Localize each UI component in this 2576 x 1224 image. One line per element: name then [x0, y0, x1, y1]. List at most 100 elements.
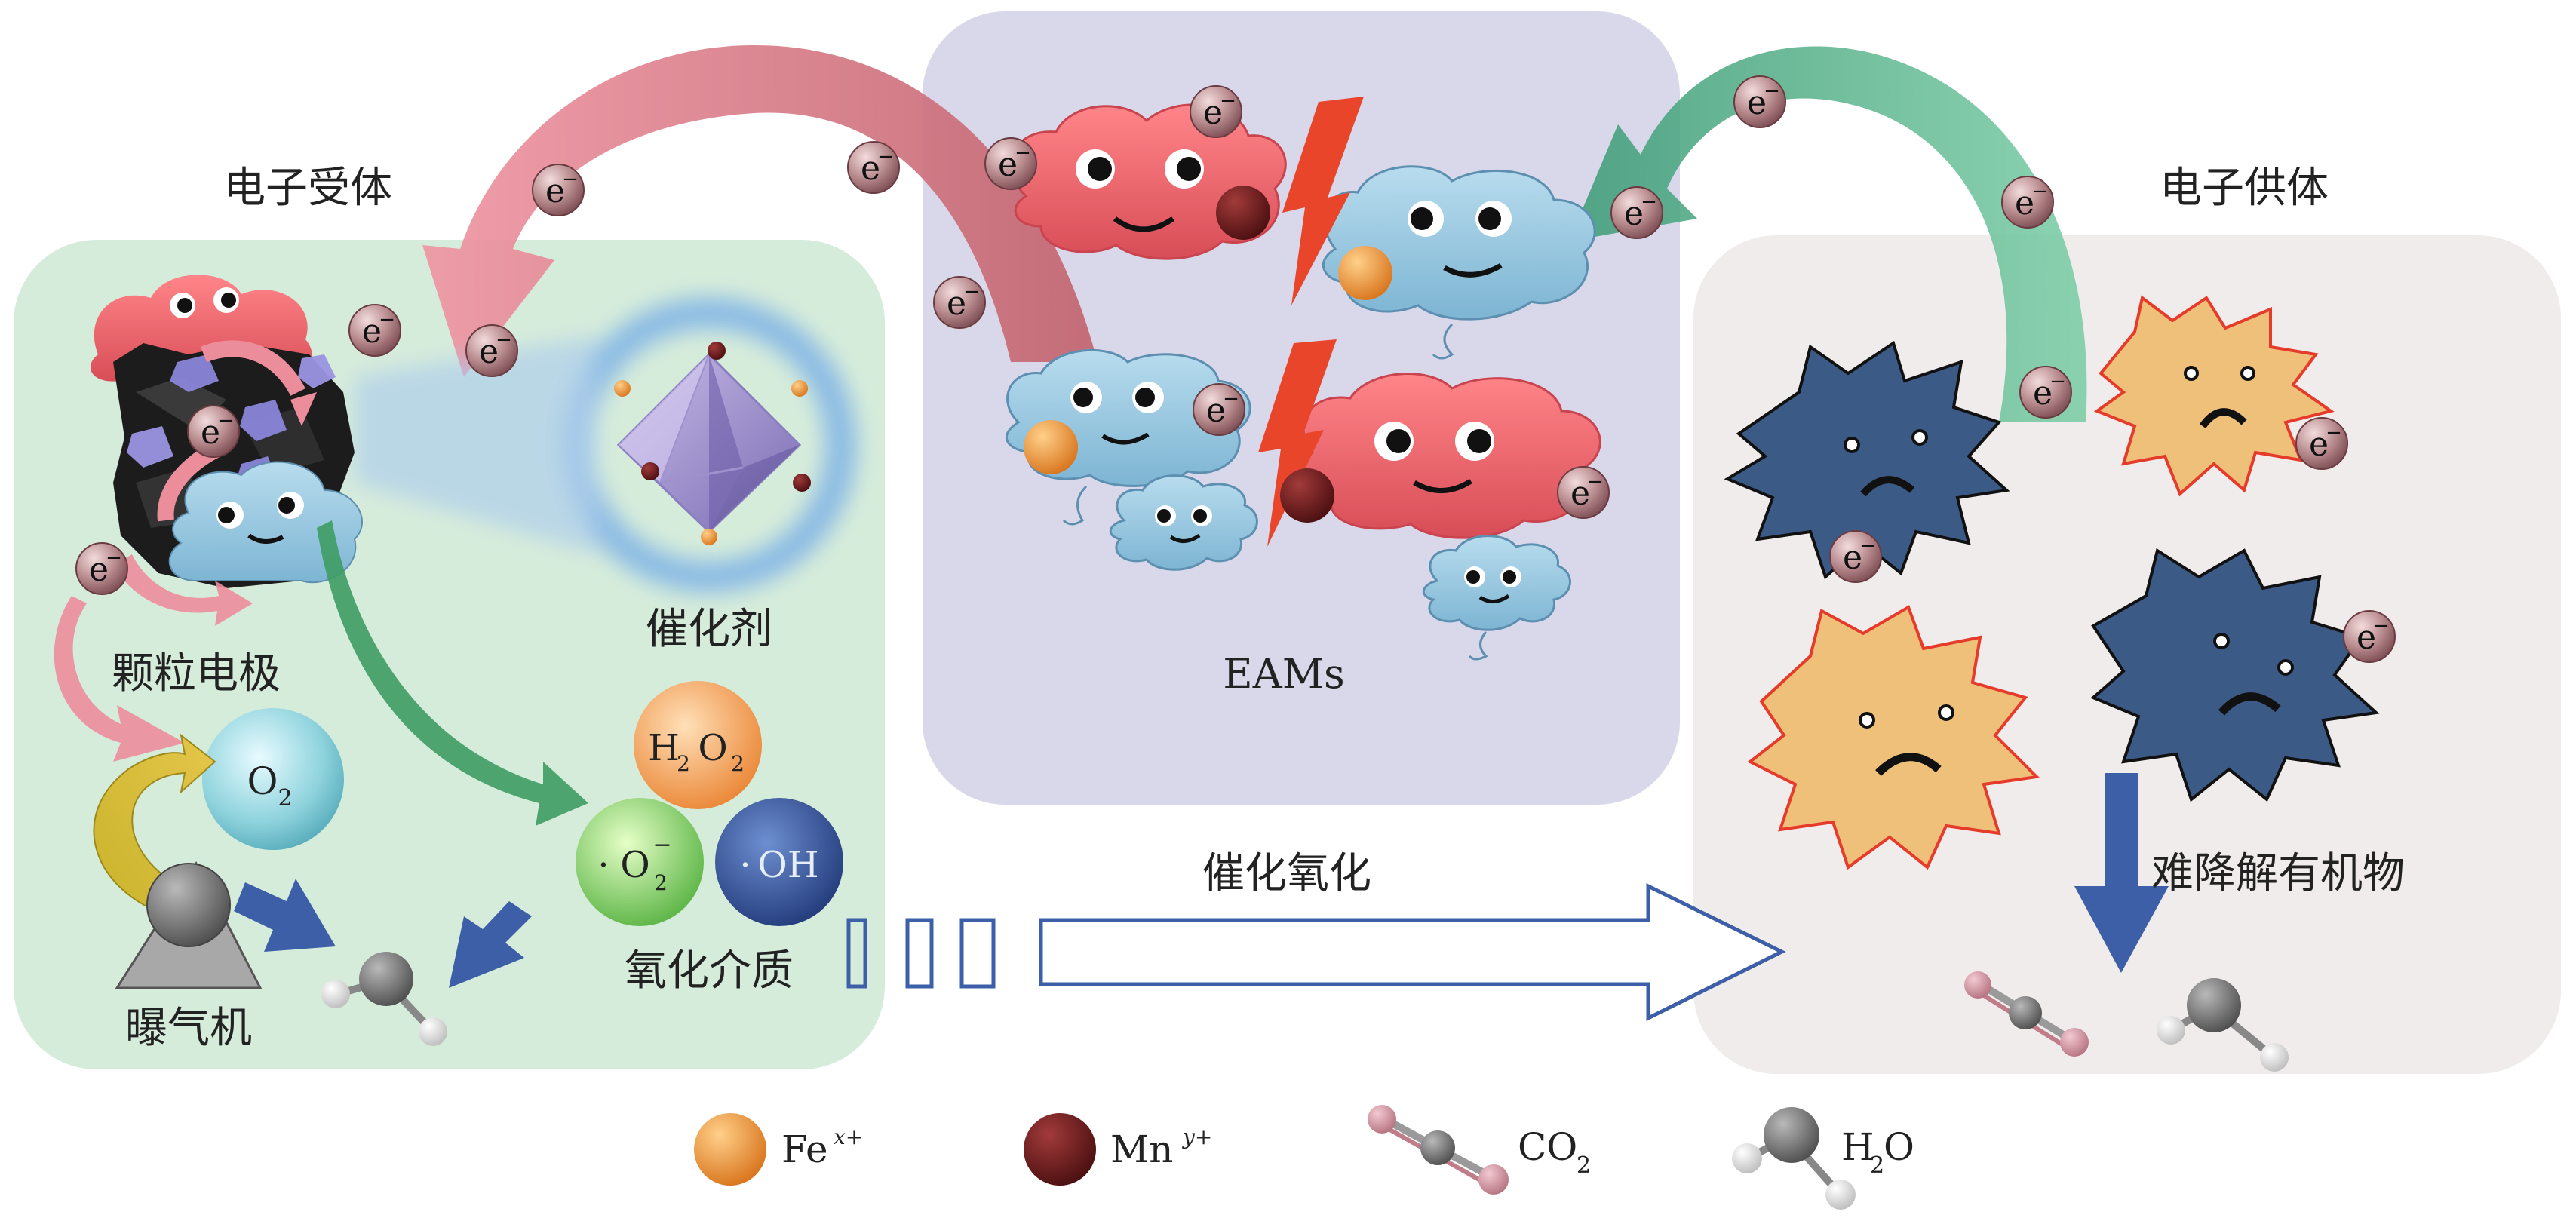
- water-molecule-product: [2157, 978, 2289, 1072]
- eam-red-cloud-2: [1300, 373, 1601, 539]
- electron-symbol: e: [2309, 425, 2329, 464]
- o2-symbol: O: [247, 759, 278, 803]
- particle-electrode-label: 颗粒电极: [112, 649, 281, 698]
- catalyst-octahedron: [614, 342, 811, 545]
- electrode-to-o2-arrow: [54, 596, 185, 762]
- electron-sphere: e−: [2001, 176, 2054, 229]
- electron-sphere: e−: [75, 542, 128, 595]
- o2-subscript: 2: [278, 785, 292, 811]
- electron-symbol: e: [201, 413, 220, 452]
- electron-symbol: e: [2033, 374, 2053, 413]
- pollutant-yellow-2: [1747, 605, 2040, 870]
- electron-symbol: e: [362, 312, 382, 351]
- pink-electron-arrow: [422, 45, 1098, 377]
- donor-label: 电子供体: [2160, 164, 2329, 213]
- water-molecule-left: [321, 952, 447, 1046]
- electron-sphere: e−: [984, 137, 1037, 190]
- electron-charge: −: [496, 329, 512, 351]
- catalytic-oxidation-label: 催化氧化: [1202, 849, 1371, 898]
- oxidant-label: 氧化介质: [625, 946, 794, 995]
- electron-charge: −: [217, 410, 234, 432]
- legend-mn-sup: y+: [1181, 1124, 1212, 1149]
- electron-symbol: e: [861, 149, 880, 188]
- electron-symbol: e: [947, 284, 966, 323]
- superoxide-sup: −: [652, 832, 671, 858]
- electron-charge: −: [562, 168, 579, 191]
- refractory-organics-label: 难降解有机物: [2151, 849, 2405, 898]
- legend-fe-label: Fe: [781, 1127, 828, 1171]
- electron-sphere: e−: [187, 405, 240, 458]
- electron-sphere: e−: [1193, 383, 1245, 436]
- eam-blue-cloud-3: [1110, 474, 1258, 571]
- electron-charge: −: [106, 547, 122, 569]
- aerator-to-o2-arrow: [93, 733, 216, 918]
- eam-blue-cloud-4: [1423, 535, 1571, 661]
- electron-sphere: e−: [2343, 610, 2396, 663]
- electrode-to-oxidant-arrow: [317, 520, 588, 826]
- green-electron-arrow: [1569, 46, 2087, 422]
- hydroxyl-oh: OH: [757, 844, 818, 886]
- electron-symbol: e: [1843, 538, 1862, 577]
- legend-h2o-molecule: [1732, 1107, 1856, 1210]
- co2-molecule-product: [1964, 971, 2089, 1057]
- eams-label: EAMs: [1223, 650, 1344, 698]
- mn-ion-eam-1: [1216, 186, 1270, 240]
- catalyst-label: 催化剂: [646, 605, 772, 654]
- h2o2-o: O: [698, 727, 727, 769]
- fe-ion-eam-2: [1024, 420, 1078, 474]
- legend-mn-label: Mn: [1110, 1127, 1173, 1171]
- electron-charge: −: [1015, 142, 1031, 164]
- electron-charge: −: [2049, 370, 2066, 393]
- fe-ion-eam-1: [1338, 246, 1392, 300]
- electron-sphere: e−: [1610, 186, 1663, 239]
- lightning-bolt-1: [1282, 97, 1364, 305]
- electron-charge: −: [1223, 388, 1239, 410]
- electron-charge: −: [2326, 422, 2342, 444]
- catalytic-oxidation-arrow: [846, 882, 1786, 1022]
- electron-sphere: e−: [933, 276, 986, 329]
- legend-h2o-sub: 2: [1870, 1152, 1884, 1179]
- pollutant-blue-1: [1724, 340, 2010, 580]
- electron-charge: −: [1764, 80, 1780, 103]
- electron-sphere: e−: [2295, 417, 2348, 470]
- electron-symbol: e: [2015, 184, 2034, 222]
- hydroxyl-dot: ·: [739, 844, 751, 886]
- electron-charge: −: [1859, 535, 1876, 557]
- electron-sphere: e−: [1829, 530, 1882, 583]
- electron-sphere: e−: [1190, 85, 1242, 138]
- aerator-label: 曝气机: [125, 1004, 252, 1053]
- pollutant-yellow-1: [2093, 295, 2335, 497]
- legend-fe-sup: x+: [834, 1124, 863, 1149]
- electron-charge: −: [379, 308, 395, 331]
- electron-symbol: e: [545, 172, 565, 210]
- legend: Fe x+ Mn y+ CO 2 H 2 O: [694, 1105, 1914, 1210]
- electron-sphere: e−: [847, 141, 900, 194]
- electron-charge: −: [2373, 615, 2390, 637]
- electron-sphere: e−: [348, 304, 401, 357]
- electron-charge: −: [1641, 191, 1657, 213]
- h2o2-h: H: [648, 727, 680, 769]
- catalyst-glow: [355, 297, 857, 593]
- electron-symbol: e: [1203, 94, 1223, 132]
- o2-bubble: O 2: [202, 708, 344, 850]
- hydroxyl-bubble: · OH: [715, 798, 843, 926]
- legend-h2o-h: H: [1841, 1125, 1874, 1169]
- superoxide-sub: 2: [654, 870, 668, 895]
- electron-to-electrode-arrow: [113, 554, 253, 626]
- electron-sphere: e−: [1733, 75, 1786, 128]
- lightning-bolt-2: [1258, 339, 1337, 547]
- superoxide-dot: ·: [597, 844, 609, 886]
- particle-electrode: [91, 275, 363, 588]
- legend-co2-molecule: [1368, 1105, 1509, 1195]
- h2o2-o-sub: 2: [731, 751, 745, 776]
- degradation-down-arrow: [2074, 773, 2169, 973]
- pollutant-blue-2: [2090, 548, 2380, 802]
- legend-co2-label: CO: [1518, 1125, 1577, 1169]
- h2o2-h-sub: 2: [677, 751, 690, 776]
- electron-charge: −: [2031, 180, 2048, 203]
- electron-symbol: e: [479, 333, 499, 371]
- electron-sphere: e−: [465, 324, 518, 377]
- acceptor-label: 电子受体: [223, 164, 392, 213]
